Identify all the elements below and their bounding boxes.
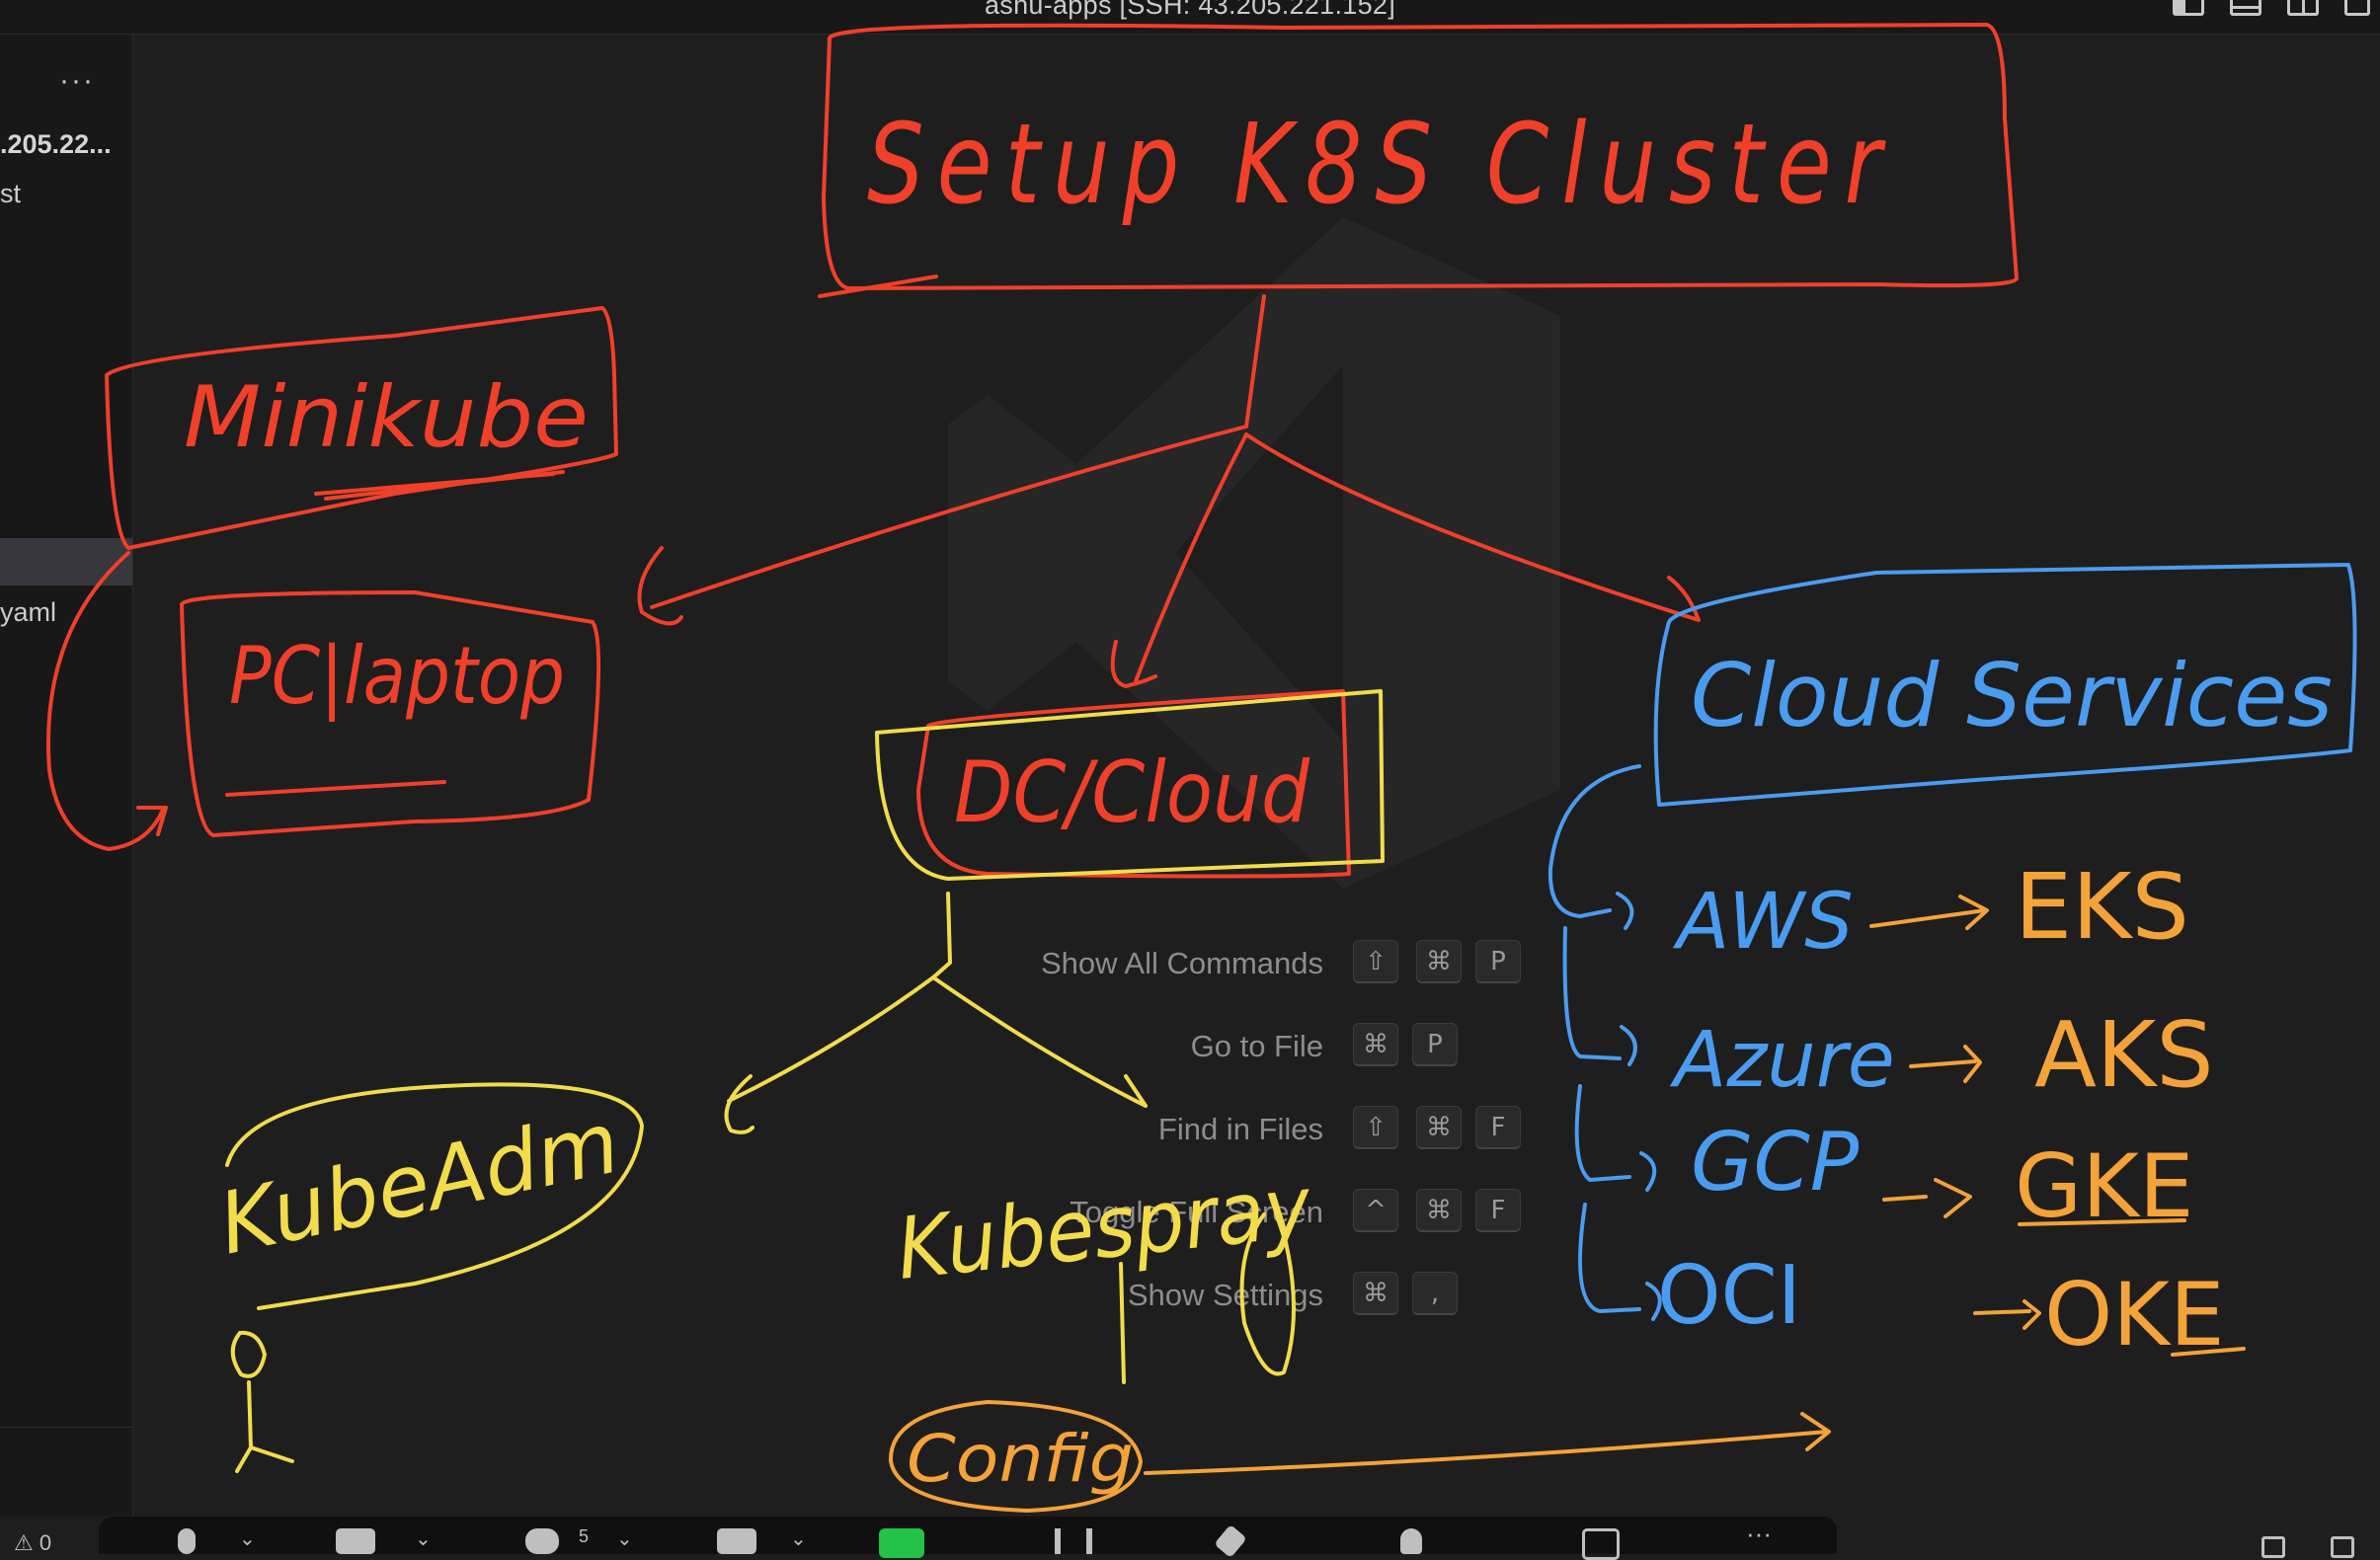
- config-annotation: Config: [907, 1421, 1134, 1497]
- blue-bracket-4: [1578, 1203, 1641, 1313]
- minikube-box: [105, 306, 618, 550]
- layout-controls: [2173, 0, 2370, 16]
- cmd-key: ⌘: [1416, 1106, 1462, 1149]
- more-actions-icon[interactable]: ···: [59, 64, 95, 97]
- layout-icon[interactable]: [2261, 1536, 2285, 1558]
- pause-share-icon[interactable]: [1055, 1528, 1092, 1554]
- cmd-show-settings[interactable]: Show Settings: [1127, 1278, 1323, 1312]
- participants-count: 5: [579, 1526, 590, 1546]
- status-left: ⚠ 0: [14, 1530, 52, 1555]
- pc-laptop-annotation: PC|laptop: [229, 630, 565, 723]
- share-screen-button[interactable]: [879, 1528, 924, 1558]
- service-aks: AKS: [2034, 1002, 2214, 1108]
- sidebar-selected-row[interactable]: [0, 538, 132, 585]
- stick-figure: [230, 1330, 294, 1473]
- chevron-down-icon[interactable]: ⌄: [790, 1528, 807, 1550]
- explorer-sidebar: ··· .205.22... st yaml: [0, 35, 133, 1516]
- cloud-services-box: [1653, 563, 2357, 807]
- pc-laptop-underline: [225, 780, 446, 797]
- window-title: ashu-apps [SSH: 43.205.221.152]: [984, 0, 1396, 20]
- chevron-down-icon[interactable]: ⌄: [415, 1528, 432, 1550]
- kubeadm-ellipse: [225, 1082, 644, 1310]
- remote-host-label[interactable]: .205.22...: [0, 129, 112, 159]
- config-ellipse: [888, 1400, 1143, 1513]
- blue-bracket-3: [1574, 1084, 1631, 1182]
- sidebar-item[interactable]: st: [0, 179, 22, 208]
- bracket-chevrons: [1616, 892, 1662, 1321]
- f-key: F: [1475, 1189, 1521, 1232]
- ctrl-key: ^: [1353, 1189, 1398, 1232]
- toggle-secondary-sidebar-icon[interactable]: [2287, 0, 2319, 16]
- provider-azure: Azure: [1669, 1016, 1895, 1105]
- cmd-key: ⌘: [1353, 1023, 1398, 1066]
- toggle-primary-sidebar-icon[interactable]: [2173, 0, 2204, 16]
- notifications-icon[interactable]: [2331, 1536, 2354, 1558]
- cmd-toggle-full-screen[interactable]: Toggle Full Screen: [1070, 1195, 1323, 1229]
- cmd-show-all-commands[interactable]: Show All Commands: [1040, 946, 1323, 980]
- service-gke: GKE: [2015, 1135, 2194, 1237]
- cmd-key: ⌘: [1416, 1189, 1462, 1232]
- pc-laptop-box: [180, 590, 601, 837]
- provider-arrows: [1869, 895, 2041, 1330]
- cmd-go-to-file[interactable]: Go to File: [1190, 1029, 1323, 1063]
- meeting-toolbar: ⌄ ⌄ 5 ⌄ ⌄ ···: [99, 1517, 1837, 1560]
- service-oke: OKE: [2044, 1264, 2225, 1365]
- participants-icon[interactable]: [525, 1528, 559, 1554]
- cmd-key: ⌘: [1353, 1272, 1398, 1315]
- provider-oci: OCI: [1657, 1249, 1801, 1343]
- toggle-panel-icon[interactable]: [2230, 0, 2261, 16]
- more-options-icon[interactable]: ···: [1746, 1519, 1772, 1548]
- vscode-logo-watermark: [948, 217, 1560, 889]
- p-key: P: [1412, 1023, 1458, 1066]
- cmd-key: ⌘: [1416, 940, 1462, 983]
- apps-icon[interactable]: [1582, 1528, 1620, 1560]
- comma-key: ,: [1412, 1272, 1458, 1315]
- video-off-icon[interactable]: [336, 1528, 375, 1554]
- blue-bracket-2: [1562, 926, 1622, 1060]
- minikube-underline: [314, 470, 565, 501]
- shift-key: ⇧: [1353, 940, 1398, 983]
- customize-layout-icon[interactable]: [2344, 0, 2370, 16]
- minikube-annotation: Minikube: [184, 368, 589, 467]
- cloud-services-annotation: Cloud Services: [1691, 645, 2333, 746]
- remote-control-icon[interactable]: [1400, 1528, 1422, 1554]
- sidebar-divider: [0, 1427, 132, 1428]
- config-arrow: [1144, 1412, 1831, 1475]
- microphone-icon[interactable]: [178, 1528, 196, 1554]
- cmd-find-in-files[interactable]: Find in Files: [1157, 1112, 1323, 1146]
- shift-key: ⇧: [1353, 1106, 1398, 1149]
- chat-icon[interactable]: [717, 1528, 756, 1554]
- kubeadm-annotation: KubeAdm: [211, 1093, 628, 1274]
- chevron-down-icon[interactable]: ⌄: [616, 1528, 633, 1550]
- p-key: P: [1475, 940, 1521, 983]
- annotate-icon[interactable]: [1214, 1523, 1247, 1559]
- service-eks: EKS: [2015, 854, 2189, 960]
- gke-oke-underlines: [2018, 1218, 2246, 1357]
- provider-gcp: GCP: [1691, 1116, 1860, 1209]
- provider-aws: AWS: [1672, 878, 1854, 967]
- f-key: F: [1475, 1106, 1521, 1149]
- sidebar-item-yaml[interactable]: yaml: [0, 597, 57, 627]
- title-box-tail: [818, 274, 938, 298]
- chevron-down-icon[interactable]: ⌄: [239, 1528, 256, 1550]
- title-bar: ashu-apps [SSH: 43.205.221.152]: [0, 0, 2380, 35]
